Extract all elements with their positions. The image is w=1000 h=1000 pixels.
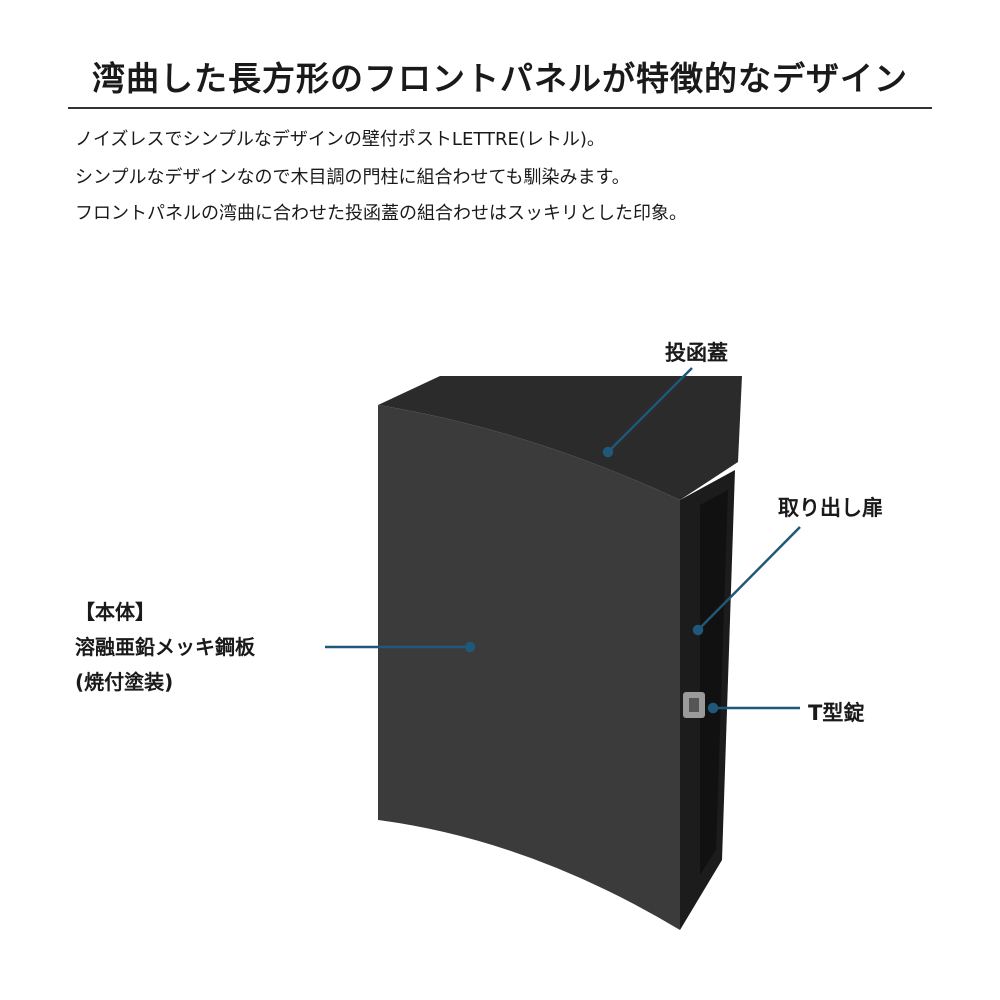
body-finish: (焼付塗装) (75, 670, 174, 694)
body-label: 【本体】 溶融亜鉛メッキ鋼板 (焼付塗装) (75, 595, 255, 700)
description-line: フロントパネルの湾曲に合わせた投函蓋の組合わせはスッキリとした印象。 (75, 203, 687, 224)
mailbox-front-panel (378, 405, 680, 930)
body-material: 溶融亜鉛メッキ鋼板 (75, 635, 255, 659)
description-line: ノイズレスでシンプルなデザインの壁付ポストLETTRE(レトル)。 (75, 129, 605, 150)
mailbox-lid (378, 376, 742, 500)
page-title: 湾曲した長方形のフロントパネルが特徴的なデザイン (92, 59, 908, 98)
lid-leader-line (607, 367, 693, 453)
door-leader-line (697, 526, 801, 631)
lid-label: 投函蓋 (665, 341, 728, 365)
body-heading: 【本体】 (75, 600, 155, 624)
door-label: 取り出し扉 (778, 496, 883, 520)
divider (68, 107, 932, 109)
lock-label: T型錠 (808, 701, 865, 725)
description-line: シンプルなデザインなので木目調の門柱に組合わせても馴染みます。 (75, 167, 630, 188)
